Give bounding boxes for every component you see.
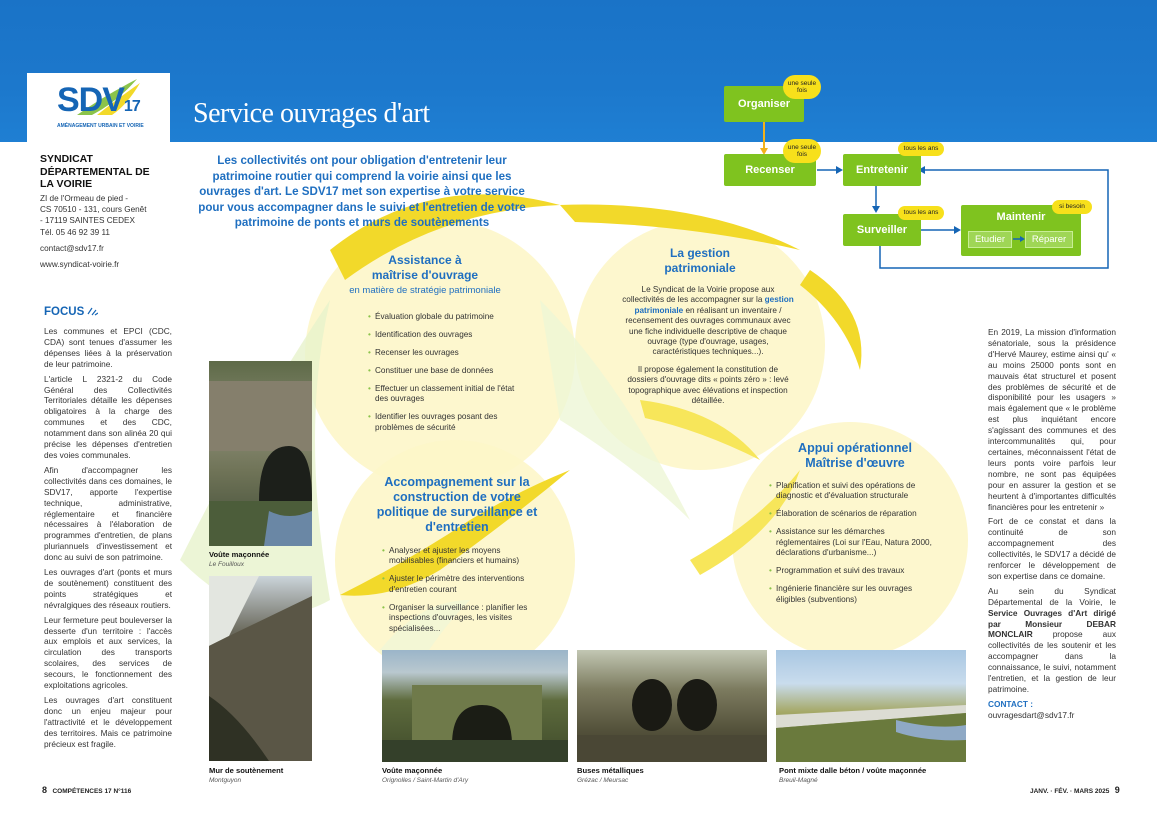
footer-right: JANV. · FÉV. · MARS 2025 9 <box>1030 785 1120 795</box>
focus-text: Les communes et EPCI (CDC, CDA) sont ten… <box>44 326 172 749</box>
contact-email[interactable]: ouvragesdart@sdv17.fr <box>988 709 1075 720</box>
focus-title: FOCUS <box>44 306 99 318</box>
spark-icon <box>87 307 99 316</box>
logo-swoosh-icon <box>77 79 140 115</box>
logo-tagline: AMÉNAGEMENT URBAIN ET VOIRIE <box>57 123 144 129</box>
assistance-list: Évaluation globale du patrimoineIdentifi… <box>368 312 518 441</box>
assistance-subtitle: en matière de stratégie patrimoniale <box>349 285 501 296</box>
intro-text: Les collectivités ont pour obligation d'… <box>198 154 526 229</box>
badge-surveiller: tous les ans <box>898 206 944 220</box>
photo-buses-metalliques <box>577 650 767 762</box>
flow-entretenir: Entretenir <box>843 154 921 186</box>
photo-voute-maconnee-1 <box>209 361 312 546</box>
flow-recenser: Recenser <box>724 154 816 186</box>
email-link[interactable]: contact@sdv17.fr <box>40 243 104 253</box>
website-link[interactable]: www.syndicat-voirie.fr <box>40 260 120 270</box>
right-column-text: En 2019, La mission d'information sénato… <box>988 327 1117 720</box>
flow-reparer: Réparer <box>1025 231 1073 248</box>
flowchart-arrows <box>760 122 1109 269</box>
contact-label: CONTACT : <box>988 698 1034 709</box>
accompagnement-list: Analyser et ajuster les moyens mobilisab… <box>382 546 542 642</box>
page-title: Service ouvrages d'art <box>193 98 430 129</box>
badge-organiser: une seule fois <box>783 75 821 99</box>
accompagnement-title: Accompagnement sur la construction de vo… <box>376 475 538 534</box>
logo-text: SDV17 <box>57 81 141 119</box>
photo-pont-mixte <box>776 650 966 762</box>
arrow-right-icon <box>1013 236 1025 242</box>
photo-voute-maconnee-2 <box>382 650 568 762</box>
gestion-text: Le Syndicat de la Voirie propose aux col… <box>622 285 794 406</box>
header-band <box>0 0 1157 142</box>
address: ZI de l'Ormeau de pied -CS 70510 - 131, … <box>40 193 172 270</box>
logo: SDV17 AMÉNAGEMENT URBAIN ET VOIRIE <box>27 73 170 150</box>
badge-recenser: une seule fois <box>783 139 821 163</box>
badge-maintenir: si besoin <box>1052 200 1092 214</box>
badge-entretenir: tous les ans <box>898 142 944 156</box>
footer-left: 8 COMPÉTENCES 17 N°116 <box>42 785 132 795</box>
flow-etudier: Etudier <box>968 231 1012 248</box>
appui-list: Planification et suivi des opérations de… <box>769 481 937 613</box>
photo-mur-soutenement <box>209 576 312 761</box>
